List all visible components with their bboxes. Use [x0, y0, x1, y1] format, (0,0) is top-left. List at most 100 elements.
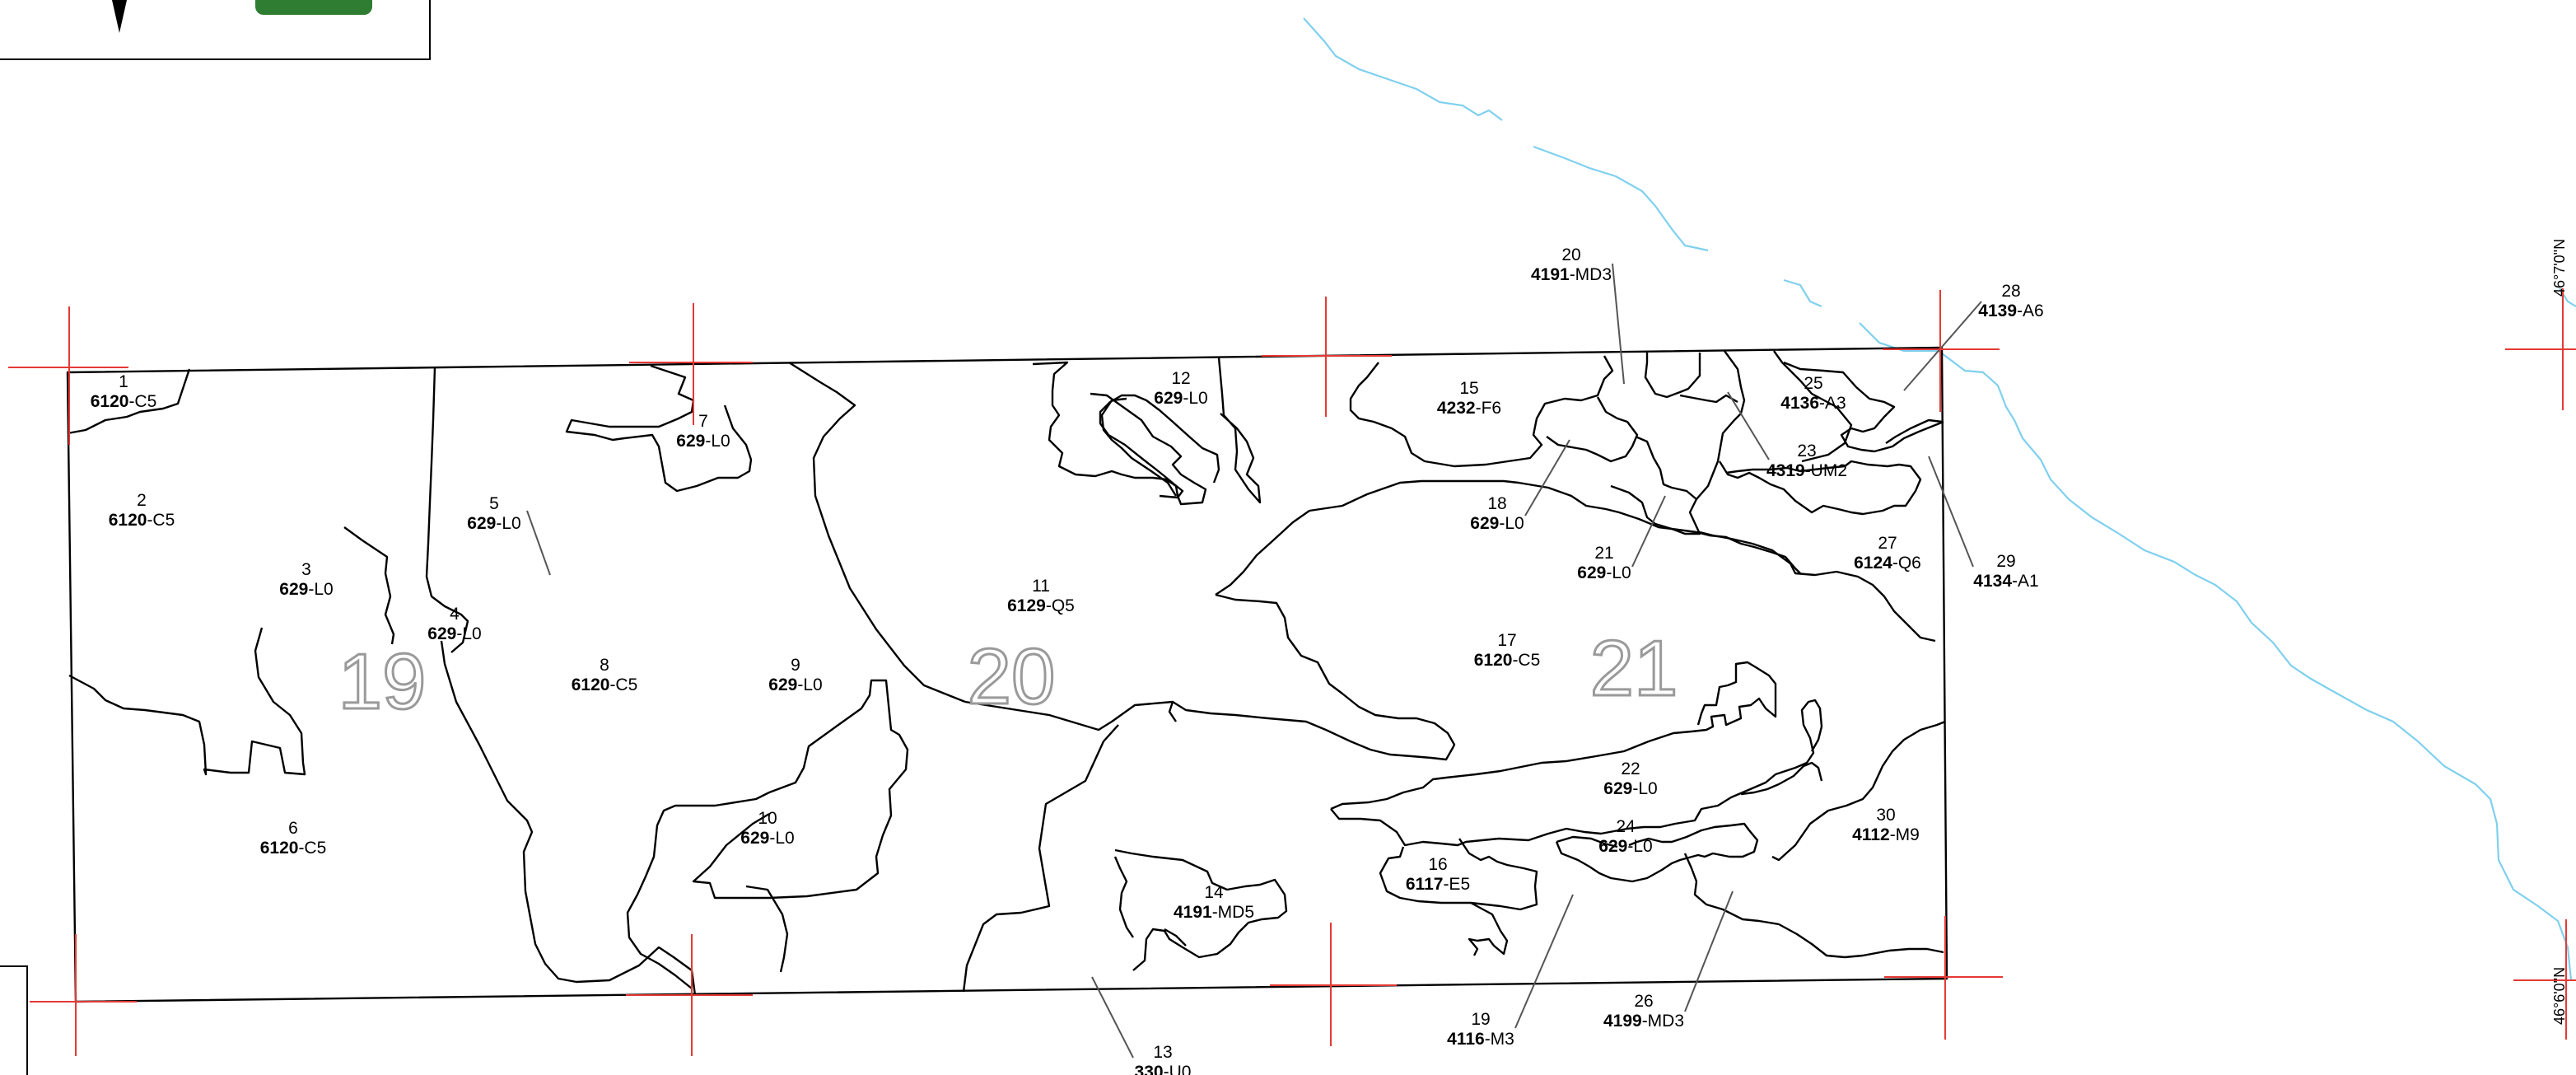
- unit-suffix: -L0: [1183, 389, 1207, 408]
- unit-code: 6120: [91, 392, 129, 411]
- unit-symbol: 4191-MD5: [1174, 903, 1254, 922]
- unit-symbol: 629-L0: [1598, 837, 1652, 856]
- leader-lines: [526, 263, 1982, 1059]
- unit-symbol: 629-L0: [1577, 563, 1631, 582]
- unit-code: 4232: [1437, 399, 1476, 418]
- unit-code: 4199: [1603, 1012, 1642, 1031]
- section-label: 20: [968, 633, 1056, 721]
- section-numbers: 19 20 21: [337, 624, 1679, 727]
- unit-suffix: -Q5: [1046, 596, 1075, 615]
- unit-symbol: 6120-C5: [572, 675, 638, 694]
- unit-suffix: -L0: [705, 432, 730, 451]
- unit-symbol: 629-L0: [740, 829, 794, 848]
- unit-suffix: -L0: [1632, 779, 1657, 798]
- unit-symbol: 4112-M9: [1852, 825, 1920, 844]
- unit-number: 8: [600, 656, 609, 675]
- grid-crosses: [8, 288, 2576, 1056]
- unit-suffix: -A3: [1819, 394, 1846, 413]
- unit-code: 629: [768, 675, 797, 694]
- unit-number: 30: [1876, 806, 1895, 825]
- unit-suffix: -M9: [1890, 825, 1920, 844]
- unit-code: 330: [1135, 1063, 1164, 1075]
- unit-suffix: -C5: [147, 511, 175, 530]
- unit-number: 12: [1171, 369, 1190, 388]
- unit-code: 4116: [1447, 1030, 1485, 1049]
- unit-code: 629: [1470, 514, 1499, 533]
- unit-suffix: -A1: [2012, 572, 2039, 591]
- unit-symbol: 629-L0: [1154, 389, 1207, 408]
- unit-symbol: 4116-M3: [1447, 1030, 1514, 1049]
- unit-code: 6120: [1474, 651, 1513, 670]
- unit-suffix: -MD3: [1642, 1012, 1684, 1031]
- legend-swatch: [255, 0, 372, 15]
- unit-symbol: 6129-Q5: [1007, 596, 1075, 615]
- unit-suffix: -F6: [1476, 399, 1502, 418]
- unit-code: 6120: [109, 511, 147, 530]
- north-arrow-icon: [112, 0, 127, 33]
- unit-suffix: -MD3: [1570, 265, 1612, 284]
- unit-symbol: 6117-E5: [1406, 875, 1470, 894]
- unit-number: 16: [1428, 855, 1447, 874]
- unit-number: 4: [450, 605, 460, 624]
- unit-suffix: -L0: [1606, 563, 1631, 582]
- unit-code: 629: [1577, 563, 1606, 582]
- unit-suffix: -L0: [769, 829, 794, 848]
- latitude-label: 46°6'0"N: [2551, 967, 2568, 1025]
- stream-lines: [1303, 17, 2576, 981]
- unit-symbol: 629-L0: [676, 432, 730, 451]
- unit-symbol: 4191-MD3: [1531, 265, 1612, 284]
- unit-number: 23: [1797, 442, 1816, 460]
- unit-suffix: -C5: [1512, 651, 1540, 670]
- unit-symbol: 4136-A3: [1780, 394, 1846, 413]
- unit-code: 6117: [1406, 875, 1444, 894]
- unit-number: 22: [1621, 760, 1640, 778]
- unit-code: 629: [1603, 779, 1632, 798]
- unit-number: 27: [1878, 534, 1897, 553]
- unit-number: 24: [1616, 817, 1636, 836]
- unit-number: 10: [758, 809, 777, 828]
- unit-number: 9: [791, 656, 800, 675]
- unit-number: 7: [698, 412, 708, 431]
- unit-number: 13: [1153, 1043, 1172, 1062]
- unit-suffix: -L0: [1627, 837, 1652, 856]
- section-label: 19: [338, 638, 427, 726]
- unit-symbol: 629-L0: [1470, 514, 1524, 533]
- unit-number: 17: [1497, 631, 1516, 650]
- unit-symbol: 629-L0: [279, 580, 333, 599]
- unit-suffix: -UM2: [1805, 461, 1847, 480]
- unit-suffix: -L0: [797, 675, 822, 694]
- unit-code: 629: [676, 432, 705, 451]
- unit-code: 6124: [1854, 554, 1892, 573]
- unit-code: 4191: [1531, 265, 1570, 284]
- unit-suffix: -A6: [2017, 301, 2044, 320]
- unit-number: 3: [301, 560, 311, 579]
- unit-code: 4136: [1780, 394, 1819, 413]
- unit-code: 4319: [1766, 461, 1805, 480]
- unit-code: 4112: [1852, 825, 1890, 844]
- unit-number: 28: [2001, 282, 2020, 301]
- unit-number: 5: [489, 494, 499, 513]
- unit-number: 29: [1996, 552, 2015, 571]
- unit-number: 25: [1804, 374, 1822, 393]
- unit-code: 629: [1154, 389, 1183, 408]
- unit-suffix: -L0: [456, 624, 481, 643]
- unit-number: 26: [1634, 992, 1653, 1011]
- unit-boundaries: [67, 350, 1946, 996]
- unit-number: 11: [1032, 577, 1050, 596]
- unit-symbol: 4199-MD3: [1603, 1012, 1684, 1031]
- unit-suffix: -MD5: [1212, 903, 1254, 922]
- unit-code: 6129: [1007, 596, 1046, 615]
- unit-number: 20: [1561, 245, 1580, 264]
- legend-box: [0, 0, 431, 60]
- unit-symbol: 629-L0: [768, 675, 822, 694]
- unit-symbol: 629-L0: [1603, 779, 1657, 798]
- unit-code: 4134: [1973, 572, 2012, 591]
- unit-symbol: 6120-C5: [109, 511, 175, 530]
- unit-code: 629: [467, 514, 496, 533]
- unit-suffix: -L0: [496, 514, 520, 533]
- unit-code: 629: [427, 624, 456, 643]
- unit-symbol: 629-L0: [467, 514, 520, 533]
- scale-box: [0, 965, 28, 1075]
- unit-code: 4191: [1174, 903, 1212, 922]
